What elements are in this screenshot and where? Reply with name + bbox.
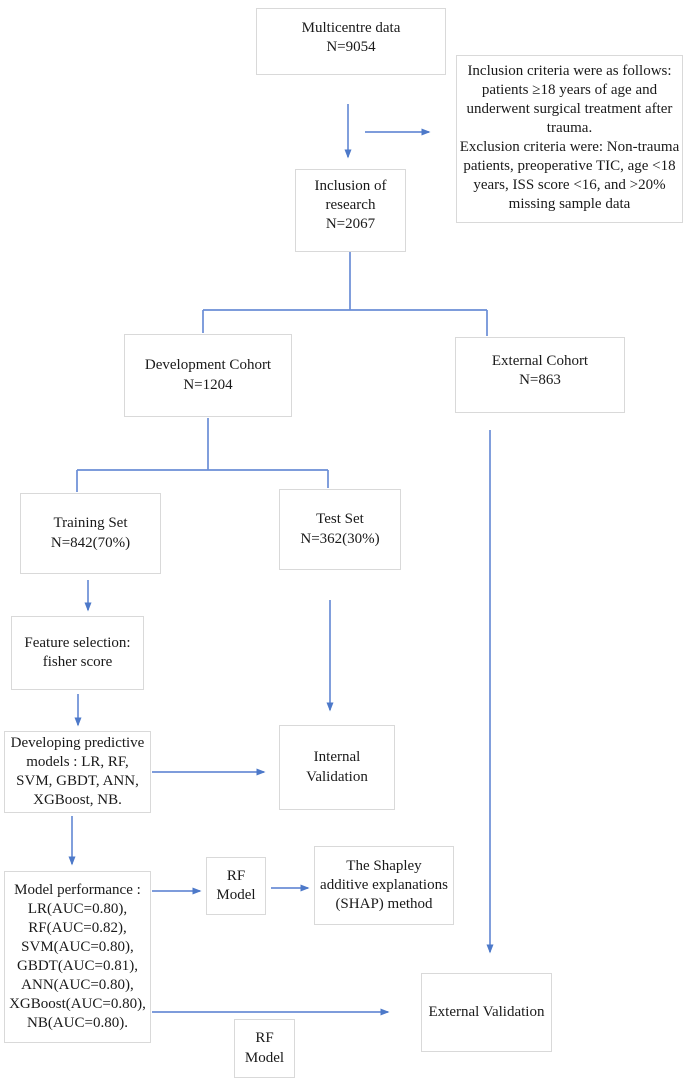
node-inclusion-exclusion-criteria: Inclusion criteria were as follows: pati…: [456, 55, 683, 223]
node-external-validation: External Validation: [421, 973, 552, 1052]
node-internal-validation: Internal Validation: [279, 725, 395, 810]
node-developing-models: Developing predictive models : LR, RF, S…: [4, 731, 151, 813]
node-feature-selection: Feature selection: fisher score: [11, 616, 144, 690]
split-dev-to-sets: [76, 418, 329, 492]
node-multicentre-data: Multicentre data N=9054: [256, 8, 446, 75]
node-development-cohort: Development Cohort N=1204: [124, 334, 292, 417]
split-inclusion-to-cohorts: [202, 252, 488, 336]
node-inclusion-of-research: Inclusion of research N=2067: [295, 169, 406, 252]
node-external-cohort: External Cohort N=863: [455, 337, 625, 413]
node-shap-method: The Shapley additive explanations (SHAP)…: [314, 846, 454, 925]
node-training-set: Training Set N=842(70%): [20, 493, 161, 574]
node-rf-model-bottom: RF Model: [234, 1019, 295, 1078]
node-model-performance: Model performance : LR(AUC=0.80), RF(AUC…: [4, 871, 151, 1043]
node-rf-model-top: RF Model: [206, 857, 266, 915]
node-test-set: Test Set N=362(30%): [279, 489, 401, 570]
